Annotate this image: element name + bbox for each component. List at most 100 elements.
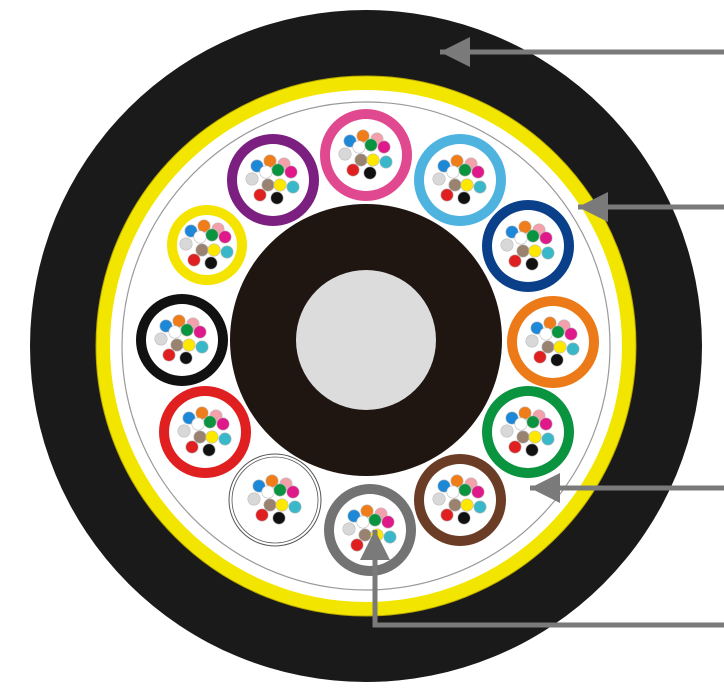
fiber-red xyxy=(508,254,522,268)
fiber-brown xyxy=(541,340,555,354)
fiber-white xyxy=(446,165,460,179)
fiber-magenta xyxy=(284,165,298,179)
central-core xyxy=(296,270,436,410)
fiber-yellow xyxy=(273,178,287,192)
fiber-blue xyxy=(159,319,173,333)
fiber-green xyxy=(364,138,378,152)
fiber-magenta xyxy=(216,417,230,431)
buffer-tube-navy xyxy=(482,200,574,292)
fiber-white xyxy=(259,165,273,179)
fiber-white xyxy=(261,485,275,499)
fiber-black xyxy=(363,166,377,180)
fiber-white xyxy=(168,325,182,339)
fiber-slate xyxy=(500,424,514,438)
fiber-magenta xyxy=(539,231,553,245)
fiber-black xyxy=(525,257,539,271)
fiber-blue xyxy=(437,479,451,493)
fiber-yellow xyxy=(182,338,196,352)
fiber-yellow xyxy=(460,498,474,512)
fiber-magenta xyxy=(218,230,232,244)
fiber-aqua xyxy=(379,155,393,169)
fiber-blue xyxy=(505,225,519,239)
fiber-white xyxy=(191,417,205,431)
fiber-brown xyxy=(193,430,207,444)
fiber-magenta xyxy=(381,515,395,529)
fiber-green xyxy=(458,163,472,177)
callout-arrows xyxy=(360,37,724,628)
fiber-green xyxy=(526,229,540,243)
fiber-white xyxy=(514,231,528,245)
callout-arrow-filler xyxy=(530,473,724,503)
fiber-slate xyxy=(525,334,539,348)
fiber-blue xyxy=(184,224,198,238)
fiber-red xyxy=(533,350,547,364)
fiber-yellow xyxy=(207,243,221,257)
fiber-green xyxy=(271,163,285,177)
fiber-slate xyxy=(154,332,168,346)
arrowhead xyxy=(578,192,608,222)
fiber-black xyxy=(179,351,193,365)
fiber-aqua xyxy=(383,530,397,544)
fiber-green xyxy=(526,415,540,429)
buffer-tube-yellow xyxy=(167,205,247,285)
fiber-blue xyxy=(252,479,266,493)
fiber-black xyxy=(457,191,471,205)
fiber-aqua xyxy=(195,340,209,354)
fiber-slate xyxy=(432,172,446,186)
buffer-tube-green xyxy=(482,386,574,478)
fiber-red xyxy=(185,440,199,454)
fiber-brown xyxy=(448,178,462,192)
fiber-black xyxy=(525,443,539,457)
fiber-blue xyxy=(347,509,361,523)
arrowhead xyxy=(530,473,560,503)
fiber-green xyxy=(458,483,472,497)
buffer-tube-white xyxy=(228,453,322,547)
fiber-magenta xyxy=(286,485,300,499)
callout-arrow-armor xyxy=(578,192,724,222)
fiber-black xyxy=(204,256,218,270)
buffer-tube-grey xyxy=(324,484,416,576)
fiber-red xyxy=(440,188,454,202)
fiber-white xyxy=(193,230,207,244)
fiber-aqua xyxy=(566,342,580,356)
fiber-slate xyxy=(432,492,446,506)
fiber-magenta xyxy=(377,140,391,154)
fiber-yellow xyxy=(366,153,380,167)
arrowhead xyxy=(440,37,470,67)
callout-arrow-fiber xyxy=(360,530,724,628)
fiber-blue xyxy=(505,411,519,425)
fiber-black xyxy=(270,191,284,205)
fiber-red xyxy=(162,348,176,362)
fiber-magenta xyxy=(471,165,485,179)
fiber-aqua xyxy=(220,245,234,259)
fiber-yellow xyxy=(528,244,542,258)
fiber-blue xyxy=(437,159,451,173)
fiber-yellow xyxy=(205,430,219,444)
fiber-aqua xyxy=(286,180,300,194)
buffer-tube-red xyxy=(159,386,251,478)
fiber-green xyxy=(368,513,382,527)
fiber-blue xyxy=(182,411,196,425)
buffer-tube-black xyxy=(136,294,228,386)
fiber-brown xyxy=(170,338,184,352)
fiber-aqua xyxy=(473,500,487,514)
buffer-tube-purple xyxy=(227,134,319,226)
binder-line xyxy=(121,101,611,591)
fiber-slate xyxy=(245,172,259,186)
fiber-slate xyxy=(247,492,261,506)
fiber-green xyxy=(203,415,217,429)
fiber-brown xyxy=(261,178,275,192)
fiber-red xyxy=(253,188,267,202)
fiber-aqua xyxy=(288,500,302,514)
fiber-blue xyxy=(343,134,357,148)
fiber-brown xyxy=(263,498,277,512)
fiber-blue xyxy=(250,159,264,173)
fiber-brown xyxy=(516,244,530,258)
callout-arrow-jacket xyxy=(440,37,724,67)
fiber-red xyxy=(187,253,201,267)
fiber-red xyxy=(508,440,522,454)
fiber-slate xyxy=(179,237,193,251)
fiber-green xyxy=(551,325,565,339)
